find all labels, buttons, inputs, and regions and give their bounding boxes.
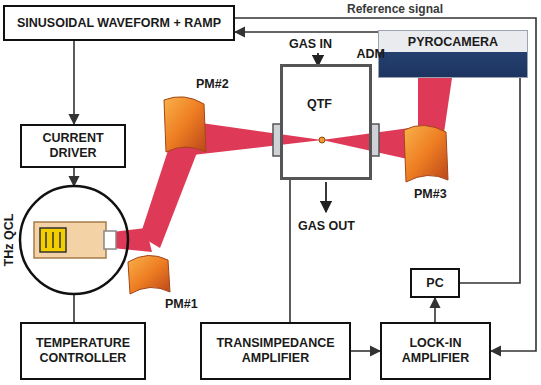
signal-connector xyxy=(434,298,436,322)
pc-box: PC xyxy=(410,268,460,298)
edge-label: Reference signal xyxy=(345,3,445,16)
node-text: TRANSIMPEDANCE AMPLIFIER xyxy=(202,336,349,366)
signal-connector xyxy=(289,180,291,322)
node-text: SINUSOIDAL WAVEFORM + RAMP xyxy=(13,16,225,31)
node-text: CURRENT DRIVER xyxy=(22,131,124,161)
node-text: TEMPERATURE CONTROLLER xyxy=(22,336,144,366)
node-text: PYROCAMERA xyxy=(379,31,527,50)
signal-connector xyxy=(73,294,75,322)
lock-in-amplifier-box: LOCK-IN AMPLIFIER xyxy=(380,322,491,380)
mirror-label: PM#3 xyxy=(414,188,447,202)
pyrocamera: PYROCAMERA xyxy=(378,30,528,78)
parabolic-mirror xyxy=(404,125,448,182)
cryostat-window xyxy=(104,231,116,249)
signal-connector xyxy=(235,18,536,351)
component-label: QTF xyxy=(307,98,332,112)
cryostat-outline xyxy=(18,184,130,296)
parabolic-mirror xyxy=(164,97,206,152)
parabolic-mirror xyxy=(128,255,170,294)
gas-out-arrow xyxy=(325,182,327,212)
current-driver-box: CURRENT DRIVER xyxy=(20,124,126,168)
gas-label: GAS IN xyxy=(289,38,332,52)
tuning-fork xyxy=(319,137,325,143)
signal-generator-box: SINUSOIDAL WAVEFORM + RAMP xyxy=(3,5,235,41)
qcl-chip xyxy=(40,228,66,252)
gas-label: GAS OUT xyxy=(298,220,355,234)
signal-connector xyxy=(73,168,75,186)
qcl-mount xyxy=(34,222,106,258)
node-text: PC xyxy=(422,276,447,291)
node-text: LOCK-IN AMPLIFIER xyxy=(382,336,489,366)
signal-connector xyxy=(351,350,380,352)
signal-connector xyxy=(73,41,75,124)
qcl-cryostat: THz QCL xyxy=(18,184,130,296)
acoustic-detection-module: ADM xyxy=(280,64,372,180)
node-text: THz QCL xyxy=(2,214,17,267)
mirror-label: PM#1 xyxy=(165,298,198,312)
temperature-controller-box: TEMPERATURE CONTROLLER xyxy=(20,322,146,380)
transimpedance-amplifier-box: TRANSIMPEDANCE AMPLIFIER xyxy=(200,322,351,380)
mirror-label: PM#2 xyxy=(196,78,229,92)
node-text: ADM xyxy=(357,47,385,62)
